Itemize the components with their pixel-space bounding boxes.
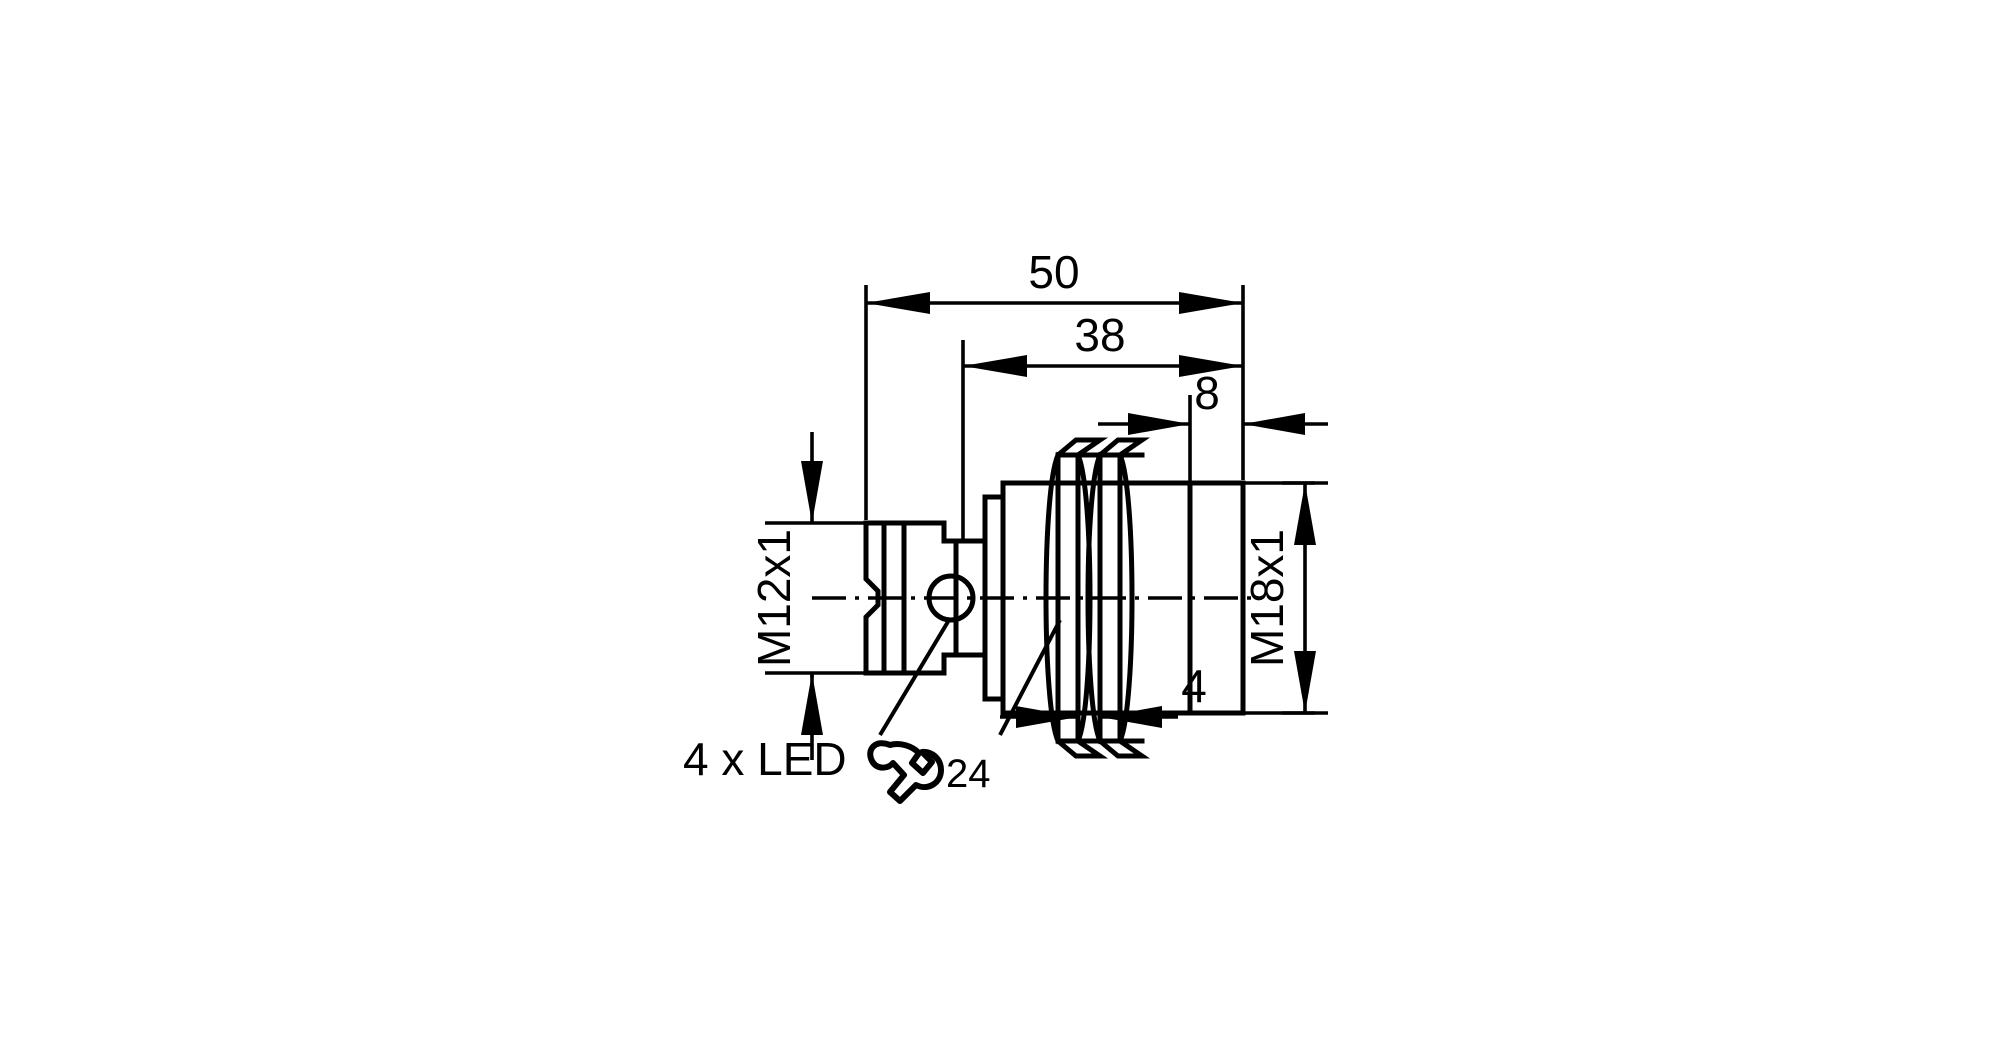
leader-line-led [878, 618, 951, 737]
dimension-4: 4 [1000, 660, 1207, 728]
arrow-m12-top [801, 461, 823, 523]
arrow-50-right [1179, 292, 1243, 314]
notes-group: 4 x LED 24 [683, 618, 1062, 804]
arrow-38-right [1179, 355, 1243, 377]
dim-label-8: 8 [1194, 367, 1220, 419]
dimension-m12: M12x1 [748, 432, 823, 760]
leader-line-wrench [998, 619, 1062, 736]
arrow-m12-bottom [801, 673, 823, 735]
arrow-m18-bottom [1294, 651, 1316, 713]
wrench-icon [867, 740, 944, 804]
extension-lines-group [765, 285, 1315, 730]
arrow-4-left [1016, 706, 1078, 728]
wrench-size-label: 24 [946, 752, 991, 796]
dimension-38: 38 [963, 309, 1243, 377]
arrow-4-right [1100, 706, 1162, 728]
arrow-38-left [963, 355, 1027, 377]
dimension-8: 8 [1098, 367, 1328, 435]
arrow-50-left [866, 292, 930, 314]
dimension-m18: M18x1 [1241, 481, 1328, 715]
dim-label-50: 50 [1028, 246, 1079, 298]
hex-nut-2-profile [1085, 451, 1104, 745]
arrow-8-right [1243, 413, 1305, 435]
arrow-m18-top [1294, 483, 1316, 545]
led-note-label: 4 x LED [683, 733, 847, 785]
dim-label-38: 38 [1074, 309, 1125, 361]
dim-label-m18: M18x1 [1241, 529, 1293, 667]
dim-label-m12: M12x1 [748, 529, 800, 667]
arrow-8-left [1128, 413, 1190, 435]
part-outline-group [812, 437, 1262, 759]
dim-label-4: 4 [1181, 660, 1207, 712]
dimension-lines-group: 50 38 8 4 [748, 246, 1328, 760]
dimension-50: 50 [866, 246, 1243, 314]
